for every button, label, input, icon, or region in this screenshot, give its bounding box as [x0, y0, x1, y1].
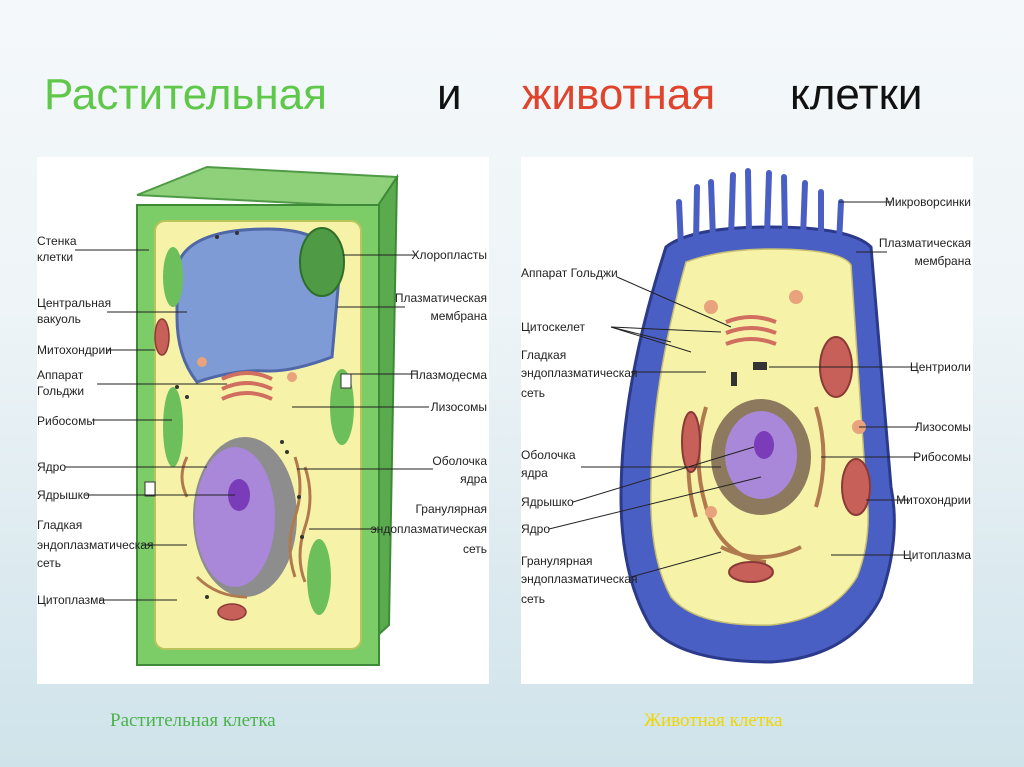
animal-label-smooth-er-3: сеть [521, 386, 545, 400]
plant-cell-svg: Стенка клетки Центральная вакуоль Митохо… [37, 157, 489, 684]
animal-lysosome [704, 300, 718, 314]
animal-label-golgi: Аппарат Гольджи [521, 266, 618, 280]
animal-nucleolus [754, 431, 774, 459]
animal-label-membrane-2: мембрана [914, 254, 971, 268]
plant-nucleus [195, 447, 275, 587]
animal-cell-svg: Аппарат Гольджи Цитоскелет Гладкая эндоп… [521, 157, 973, 684]
plant-label-membrane-1: Плазматическая [395, 291, 487, 305]
plant-label-ribosomes: Рибосомы [37, 414, 95, 428]
animal-label-membrane-1: Плазматическая [879, 236, 971, 250]
plant-label-golgi-1: Аппарат [37, 368, 84, 382]
animal-label-mitochondria: Митохондрии [896, 493, 971, 507]
animal-microvilli [676, 168, 844, 250]
plant-label-golgi-2: Гольджи [37, 384, 84, 398]
animal-label-ribosomes: Рибосомы [913, 450, 971, 464]
plant-nucleolus [228, 479, 250, 511]
plant-chloroplast [307, 539, 331, 615]
plant-cell-caption: Растительная клетка [110, 710, 276, 731]
animal-cell-diagram: Аппарат Гольджи Цитоскелет Гладкая эндоп… [521, 157, 973, 684]
animal-label-smooth-er-1: Гладкая [521, 348, 566, 362]
plant-lysosome [197, 357, 207, 367]
plant-label-lysosomes: Лизосомы [431, 400, 487, 414]
plant-cell-diagram: Стенка клетки Центральная вакуоль Митохо… [37, 157, 489, 684]
plant-lysosome [287, 372, 297, 382]
animal-mitochondrion [728, 561, 774, 583]
plant-label-nucleus: Ядро [37, 460, 66, 474]
plant-golgi-apparatus [221, 371, 273, 401]
plant-chloroplast [163, 387, 183, 467]
title-animal-word: животная [522, 70, 716, 119]
plant-mitochondrion [217, 603, 247, 621]
plant-label-plasmodesma: Плазмодесма [410, 368, 487, 382]
plant-label-smooth-er-3: сеть [37, 556, 61, 570]
title-cells-word: клетки [790, 70, 923, 119]
plant-label-mitochondria: Митохондрии [37, 343, 112, 357]
plant-pointer-lines [65, 249, 433, 601]
animal-label-nucleus: Ядро [521, 522, 550, 536]
plant-label-envelope-2: ядра [460, 472, 487, 486]
animal-centriole [753, 362, 767, 370]
plant-plasmodesma [144, 481, 156, 497]
plant-mitochondrion [154, 318, 170, 356]
plant-label-rough-er-2: эндоплазматическая [371, 522, 487, 536]
animal-label-envelope-1: Оболочка [521, 448, 576, 462]
animal-label-rough-er-2: эндоплазматическая [521, 572, 637, 586]
animal-label-rough-er-1: Гранулярная [521, 554, 593, 568]
animal-cell-caption: Животная клетка [644, 710, 783, 731]
plant-ribosomes [175, 231, 304, 599]
plant-label-rough-er-3: сеть [463, 542, 487, 556]
animal-label-lysosomes: Лизосомы [915, 420, 971, 434]
plant-label-cytoplasm: Цитоплазма [37, 593, 105, 607]
animal-mitochondrion [841, 458, 871, 516]
plant-label-nucleolus: Ядрышко [37, 488, 90, 502]
plant-label-cell-wall-2: клетки [37, 250, 73, 264]
animal-label-nucleolus: Ядрышко [521, 495, 574, 509]
plant-er [180, 456, 312, 599]
animal-lysosome [789, 290, 803, 304]
animal-mitochondrion [681, 411, 701, 473]
plant-chloroplast [163, 247, 183, 307]
plant-chloroplast [299, 227, 345, 297]
animal-label-centrioles: Центриоли [910, 360, 971, 374]
title-plant-word: Растительная [44, 70, 327, 119]
animal-label-envelope-2: ядра [521, 466, 548, 480]
animal-label-cytoskeleton: Цитоскелет [521, 320, 586, 334]
plant-label-vacuole-1: Центральная [37, 296, 111, 310]
animal-pointer-lines [548, 201, 919, 578]
title-and-word: и [437, 70, 462, 119]
plant-central-vacuole [175, 227, 341, 384]
animal-golgi-apparatus [725, 315, 777, 346]
plant-label-vacuole-2: вакуоль [37, 312, 81, 326]
animal-label-cytoplasm: Цитоплазма [903, 548, 971, 562]
plant-label-membrane-2: мембрана [430, 309, 487, 323]
plant-label-chloroplasts: Хлоропласты [412, 248, 487, 262]
animal-label-microvilli: Микроворсинки [885, 195, 971, 209]
animal-centriole [731, 372, 737, 386]
animal-lysosome [705, 506, 717, 518]
plant-plasmodesma [340, 373, 352, 389]
plant-label-rough-er-1: Гранулярная [415, 502, 487, 516]
animal-label-rough-er-3: сеть [521, 592, 545, 606]
plant-label-smooth-er-2: эндоплазматическая [37, 538, 153, 552]
plant-label-envelope-1: Оболочка [432, 454, 487, 468]
plant-label-smooth-er-1: Гладкая [37, 518, 82, 532]
animal-label-smooth-er-2: эндоплазматическая [521, 366, 637, 380]
plant-label-cell-wall-1: Стенка [37, 234, 77, 248]
